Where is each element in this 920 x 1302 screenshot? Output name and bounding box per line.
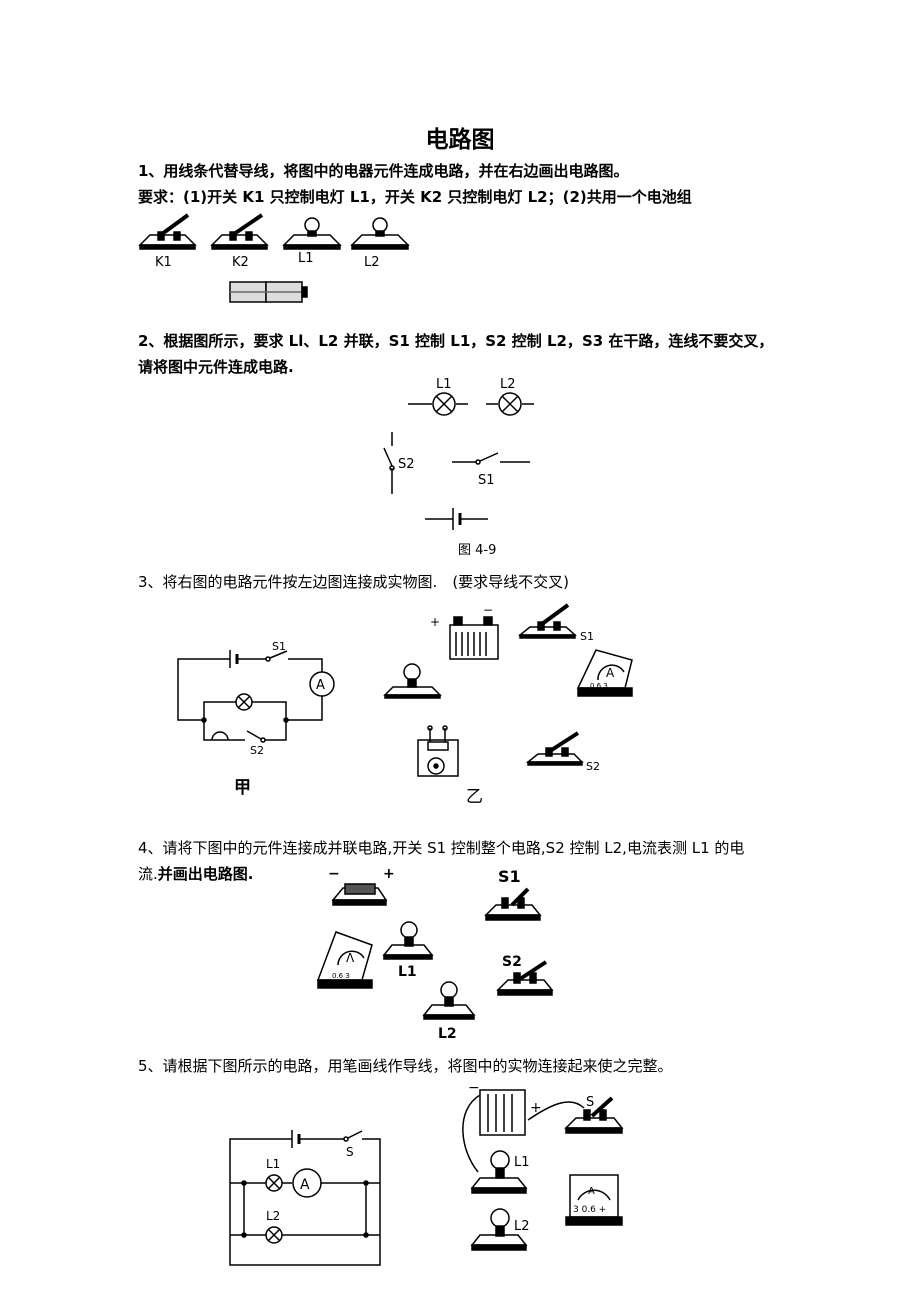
q3-ammeter-label: A bbox=[316, 678, 325, 693]
q3-s1-label: S1 bbox=[272, 640, 286, 653]
q5-l2-label: L2 bbox=[266, 1209, 280, 1223]
q3-right-caption: 乙 bbox=[466, 787, 483, 807]
q3-plus-label: + bbox=[430, 615, 440, 629]
q3-left-caption: 甲 bbox=[234, 778, 251, 798]
q1-text: 1、用线条代替导线，将图中的电器元件连成电路，并在右边画出电路图。 bbox=[138, 162, 629, 180]
q5-minus-label: − bbox=[468, 1080, 480, 1096]
q4-battery: − + bbox=[328, 866, 395, 906]
q5-l1-label: L1 bbox=[266, 1157, 280, 1171]
q3-s2-label: S2 bbox=[250, 744, 264, 757]
q4-plus-label: + bbox=[383, 866, 395, 882]
q2-lamp-l1: L1 bbox=[408, 377, 468, 416]
q4-ammeter: Λ 0.6 3 bbox=[316, 931, 373, 989]
q3-bell bbox=[417, 725, 459, 777]
q3-text: 3、将右图的电路元件按左边图连接成实物图. (要求导线不交叉) bbox=[138, 573, 570, 591]
q3-schematic: A S1 S2 bbox=[177, 640, 335, 757]
q4-switch-s1: S1 bbox=[484, 867, 542, 921]
q4-scale: 0.6 3 bbox=[332, 972, 350, 980]
q4-switch-s2: S2 bbox=[496, 954, 554, 996]
q4-text: 4、请将下图中的元件连接成并联电路,开关 S1 控制整个电路,S2 控制 L2,… bbox=[138, 839, 745, 857]
q4-l2-label: L2 bbox=[438, 1026, 457, 1042]
q2-switch-s1: S1 bbox=[452, 452, 530, 488]
q4-text-2a: 流. bbox=[138, 865, 158, 883]
q2-text: 2、根据图所示，要求 Ll、L2 并联，S1 控制 L1，S2 控制 L2，S3… bbox=[138, 332, 774, 350]
q2-s2-label: S2 bbox=[398, 457, 415, 472]
q1-switch-k2: K2 bbox=[210, 213, 269, 270]
svg-text:Λ: Λ bbox=[346, 951, 355, 965]
q2-switch-s2: S2 bbox=[383, 432, 415, 494]
q4-l1-label: L1 bbox=[398, 964, 417, 980]
q2-l2-label: L2 bbox=[500, 377, 516, 392]
k2-label: K2 bbox=[232, 255, 249, 270]
q3-battery: + − bbox=[430, 603, 499, 660]
k1-label: K1 bbox=[155, 255, 172, 270]
q5-wire-2 bbox=[527, 1101, 585, 1121]
q4-minus-label: − bbox=[328, 866, 340, 882]
q5-r-l2-label: L2 bbox=[514, 1219, 530, 1234]
q1-battery-pack bbox=[229, 281, 308, 303]
q4-s2-label: S2 bbox=[502, 954, 522, 970]
q5-battery: − + bbox=[468, 1080, 542, 1136]
q5-ammeter: A 3 0.6 + bbox=[565, 1174, 623, 1226]
q4-lamp-l2: L2 bbox=[422, 981, 476, 1042]
q2-s1-label: S1 bbox=[478, 473, 495, 488]
q2-lamp-l2: L2 bbox=[486, 377, 534, 416]
q3-lamp bbox=[383, 663, 442, 699]
q1-switch-k1: K1 bbox=[138, 213, 197, 270]
q5-s-label: S bbox=[346, 1145, 354, 1159]
q3-switch-s1: S1 bbox=[517, 603, 594, 643]
q5-r-ammeter-label: A bbox=[588, 1186, 595, 1197]
q3-switch-s2: S2 bbox=[525, 731, 600, 773]
q5-schematic: S A L1 L2 bbox=[229, 1130, 381, 1266]
q5-lamp-l1: L1 bbox=[470, 1150, 530, 1194]
q2-caption: 图 4-9 bbox=[458, 543, 496, 558]
q2-l1-label: L1 bbox=[436, 377, 452, 392]
q4-lamp-l1: L1 bbox=[382, 921, 434, 980]
q1-lamp-l2: L2 bbox=[350, 217, 410, 270]
q5-scale: 3 0.6 + bbox=[573, 1205, 606, 1215]
q5-r-s-label: S bbox=[586, 1095, 594, 1110]
l1-label: L1 bbox=[298, 251, 314, 266]
q2-text-2: 请将图中元件连成电路. bbox=[138, 358, 294, 376]
q5-plus-label: + bbox=[530, 1100, 542, 1116]
q5-lamp-l2: L2 bbox=[470, 1208, 530, 1251]
q1-lamp-l1: L1 bbox=[282, 217, 342, 266]
q3-scale: 0.6 3 bbox=[590, 682, 608, 690]
q3-r-ammeter-label: A bbox=[606, 666, 615, 680]
q5-r-l1-label: L1 bbox=[514, 1155, 530, 1170]
q3-ammeter: A 0.6 3 bbox=[576, 649, 633, 697]
q1-requirement: 要求：(1)开关 K1 只控制电灯 L1，开关 K2 只控制电灯 L2；(2)共… bbox=[138, 188, 692, 206]
q4-s1-label: S1 bbox=[498, 867, 521, 886]
q5-wire-1 bbox=[462, 1094, 481, 1173]
q5-text: 5、请根据下图所示的电路，用笔画线作导线，将图中的实物连接起来使之完整。 bbox=[138, 1057, 673, 1075]
l2-label: L2 bbox=[364, 255, 380, 270]
q5-switch-s: S bbox=[564, 1095, 624, 1134]
q4-text-2b: 并画出电路图. bbox=[157, 865, 254, 883]
q5-ammeter-label: A bbox=[300, 1177, 310, 1193]
q2-battery bbox=[425, 508, 488, 530]
q3-minus-label: − bbox=[483, 603, 493, 617]
page-title: 电路图 bbox=[425, 127, 495, 153]
q3-r-s2-label: S2 bbox=[586, 760, 600, 773]
q3-r-s1-label: S1 bbox=[580, 630, 594, 643]
